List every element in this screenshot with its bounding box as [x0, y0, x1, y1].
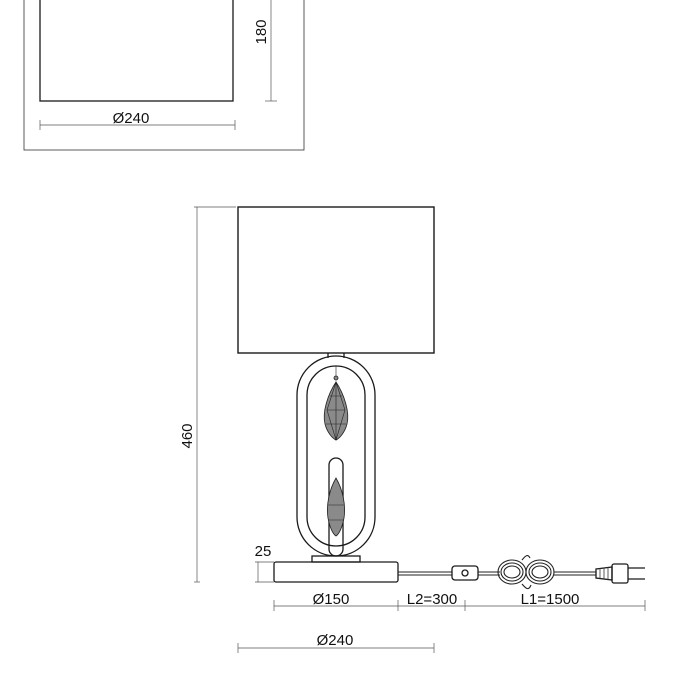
- shade-height-label: 180: [253, 19, 270, 44]
- base-diameter-label: Ø150: [313, 591, 350, 608]
- cord-l1-label: L1=1500: [521, 591, 580, 608]
- base-height-label: 25: [255, 543, 272, 560]
- lamp-front-view: 460 25: [179, 206, 646, 653]
- shade-detail-outline: [39, 0, 234, 102]
- shade-diameter-label: Ø240: [317, 632, 354, 649]
- shade-detail-diameter-label: Ø240: [113, 110, 150, 127]
- lamp-base: [273, 561, 399, 583]
- power-plug: [595, 563, 645, 584]
- cord-switch: [451, 565, 479, 581]
- crystal-drop-lower: [327, 477, 345, 537]
- crystal-drop-upper: [323, 366, 349, 442]
- lamp-shade: [237, 206, 435, 354]
- shade-detail: 180 Ø240: [23, 0, 305, 151]
- total-height-label: 460: [179, 423, 196, 448]
- cord-l2-label: L2=300: [407, 591, 457, 608]
- coiled-cord: [497, 555, 555, 590]
- lamp-base-collar: [311, 555, 361, 563]
- power-cord: [398, 555, 645, 590]
- detail-frame: [23, 0, 305, 151]
